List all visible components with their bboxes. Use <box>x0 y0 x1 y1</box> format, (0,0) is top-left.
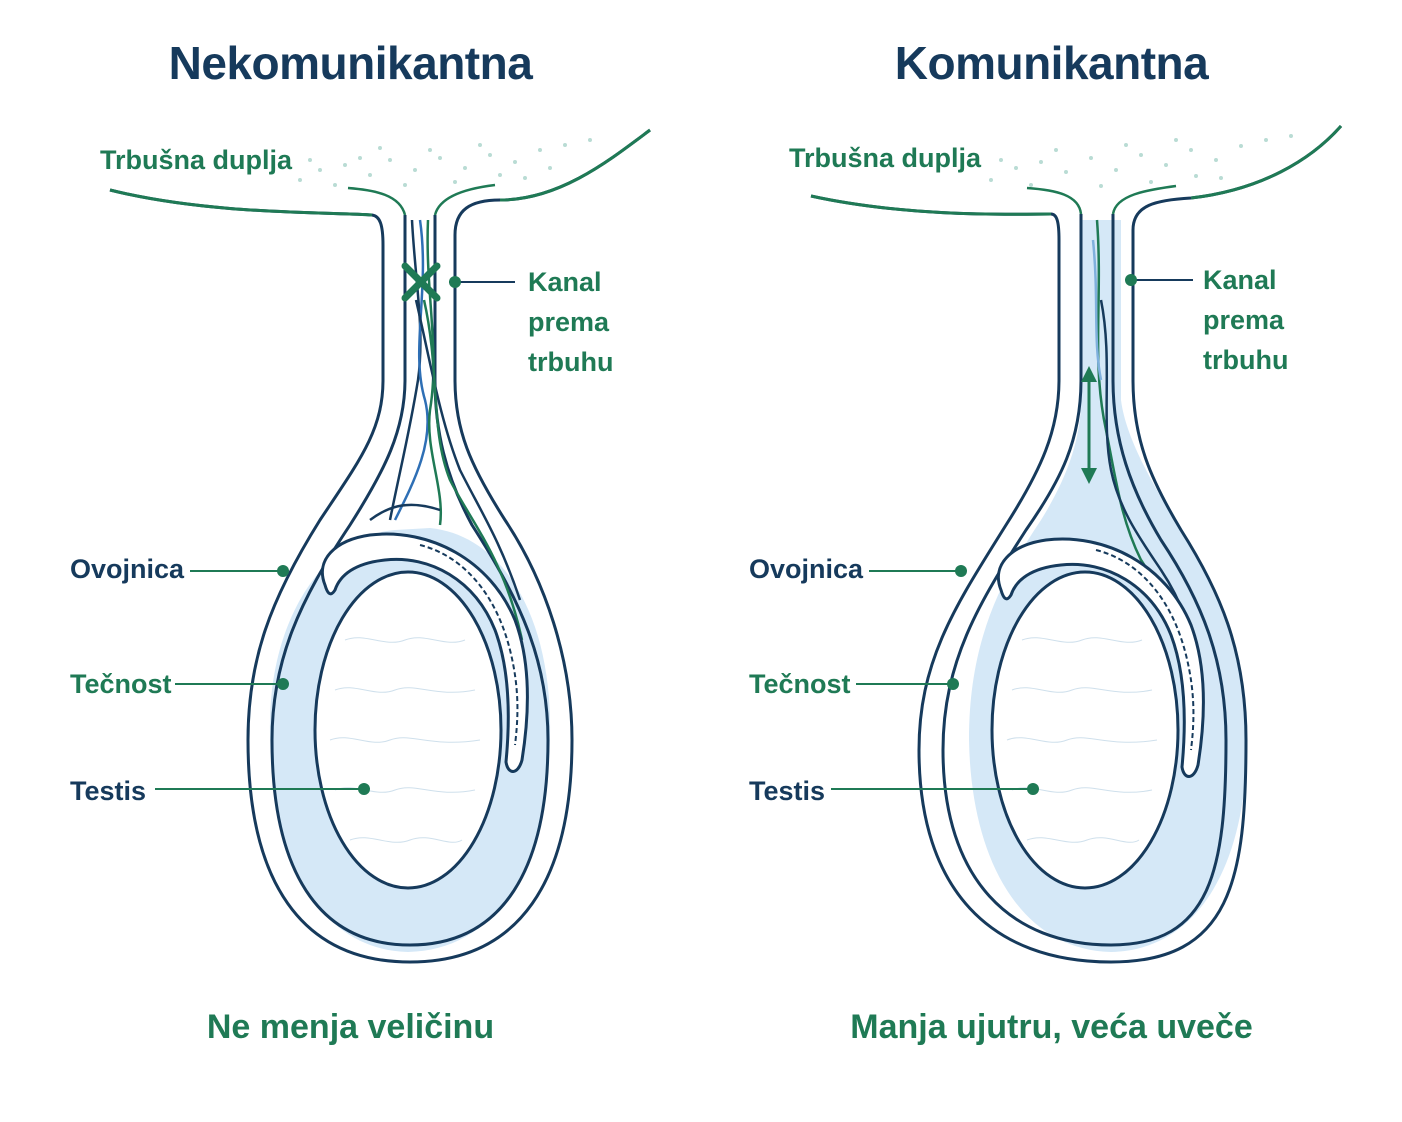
label-fluid: Tečnost <box>70 669 172 699</box>
abdominal-wall-line <box>109 128 651 964</box>
label-canal: Kanal prema trbuhu <box>1203 265 1289 375</box>
sheath-line <box>270 215 550 947</box>
testis-shape <box>313 570 503 890</box>
abdominal-wall-line <box>810 125 1343 964</box>
label-testis: Testis <box>70 776 147 806</box>
abdominal-cavity-texture <box>298 138 592 187</box>
label-sheath: Ovojnica <box>70 554 185 584</box>
x-mark-icon <box>401 262 441 302</box>
panel-noncommunicating: Nekomunikantna Trbušna duplja Kanal prem… <box>70 37 651 1046</box>
panel-caption: Ne menja veličinu <box>206 1008 495 1046</box>
panel-communicating: Komunikantna Trbušna duplja Kanal prema … <box>701 0 1402 1122</box>
epididymis <box>320 532 529 773</box>
label-fluid: Tečnost <box>749 669 851 699</box>
spermatic-cord <box>369 219 524 641</box>
label-sheath: Ovojnica <box>749 554 864 584</box>
peritoneum-line <box>109 188 373 217</box>
sheath-line <box>941 214 1228 947</box>
panel-title: Komunikantna <box>894 37 1209 89</box>
noncommunicating-diagram <box>109 128 651 964</box>
testis-shape <box>990 570 1180 890</box>
label-canal: Kanal prema trbuhu <box>528 267 614 377</box>
epididymis <box>996 537 1205 778</box>
label-abdominal-cavity: Trbušna duplja <box>789 143 982 173</box>
communicating-diagram <box>810 125 1343 964</box>
label-abdominal-cavity: Trbušna duplja <box>100 145 293 175</box>
label-testis: Testis <box>749 776 826 806</box>
abdominal-cavity-texture <box>989 134 1293 188</box>
panel-title: Nekomunikantna <box>168 37 533 89</box>
double-arrow-icon <box>1081 366 1097 484</box>
panel-caption: Manja ujutru, veća uveče <box>850 1008 1253 1046</box>
